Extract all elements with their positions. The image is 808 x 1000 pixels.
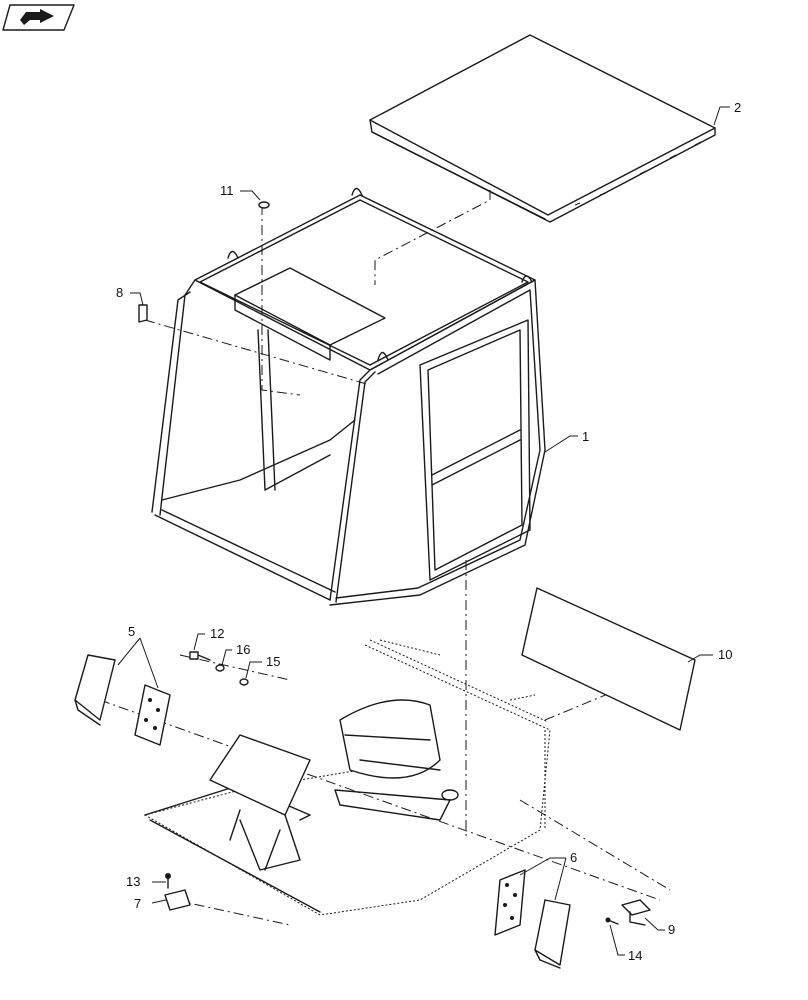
callout-9: 9 <box>668 922 675 937</box>
roof-panel <box>369 34 716 223</box>
hardware-bolt-13 <box>165 873 171 889</box>
hardware-nut-15 <box>239 678 249 686</box>
return-arrow-icon[interactable] <box>2 4 75 31</box>
trim-panel-left <box>74 654 116 726</box>
hardware-bracket-9 <box>621 899 651 926</box>
hardware-bolt-12 <box>189 651 211 661</box>
window-film <box>521 587 696 731</box>
leader-lines <box>117 106 730 956</box>
callouts: 2 11 8 1 10 5 12 16 15 6 13 7 9 14 <box>116 100 741 963</box>
hardware-washer-16 <box>215 664 225 672</box>
callout-1: 1 <box>582 429 589 444</box>
hardware-bracket-7 <box>164 889 191 911</box>
callout-8: 8 <box>116 285 123 300</box>
trim-panel-right <box>534 899 571 969</box>
callout-2: 2 <box>734 100 741 115</box>
callout-13: 13 <box>126 874 140 889</box>
callout-11: 11 <box>220 183 234 198</box>
cab-frame <box>151 187 546 606</box>
callout-7: 7 <box>134 896 141 911</box>
floor-platform <box>143 639 551 916</box>
trim-plate-right <box>494 869 526 936</box>
callout-14: 14 <box>628 948 642 963</box>
hardware-plug-11 <box>258 201 270 209</box>
hardware-screw-14 <box>605 917 619 925</box>
callout-12: 12 <box>210 626 224 641</box>
callout-10: 10 <box>718 647 732 662</box>
callout-6: 6 <box>570 850 577 865</box>
callout-5: 5 <box>128 624 135 639</box>
callout-16: 16 <box>236 642 250 657</box>
hardware-clip-8 <box>138 304 148 323</box>
trim-plate-left <box>134 684 171 746</box>
callout-15: 15 <box>266 654 280 669</box>
